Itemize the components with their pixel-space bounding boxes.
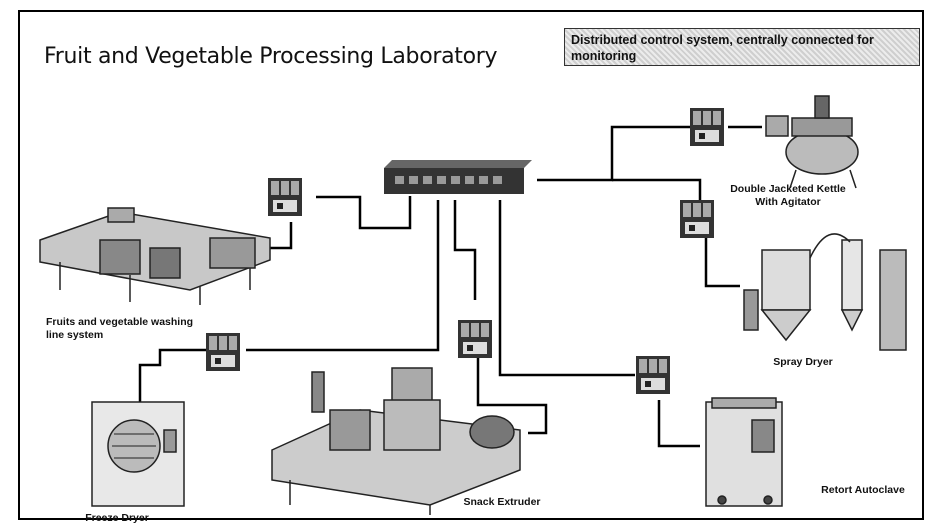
- label-extruder: Snack Extruder: [463, 496, 541, 508]
- controller-retort: [636, 356, 670, 394]
- label-freeze: Freeze Dryer: [85, 512, 149, 524]
- kettle-machine: [765, 95, 859, 189]
- label-kettle: Double Jacketed Kettle With Agitator: [730, 183, 846, 208]
- snack-extruder-machine: [271, 367, 521, 515]
- page-title: Fruit and Vegetable Processing Laborator…: [44, 44, 498, 69]
- monitoring-note: Distributed control system, centrally co…: [564, 28, 920, 66]
- controller-freeze: [206, 333, 240, 371]
- freeze-dryer-machine: [91, 401, 185, 507]
- label-washing: Fruits and vegetable washing line system: [46, 316, 194, 341]
- spray-dryer-machine: [743, 233, 907, 351]
- controller-washing: [268, 178, 302, 216]
- connection-lines: [138, 125, 762, 448]
- label-retort: Retort Autoclave: [821, 484, 905, 496]
- retort-autoclave-machine: [705, 397, 783, 507]
- controller-extruder: [458, 320, 492, 358]
- network-switch: [384, 160, 532, 194]
- controller-kettle: [690, 108, 724, 146]
- controller-spray: [680, 200, 714, 238]
- washing-line-machine: [39, 207, 271, 305]
- label-spray: Spray Dryer: [773, 356, 833, 368]
